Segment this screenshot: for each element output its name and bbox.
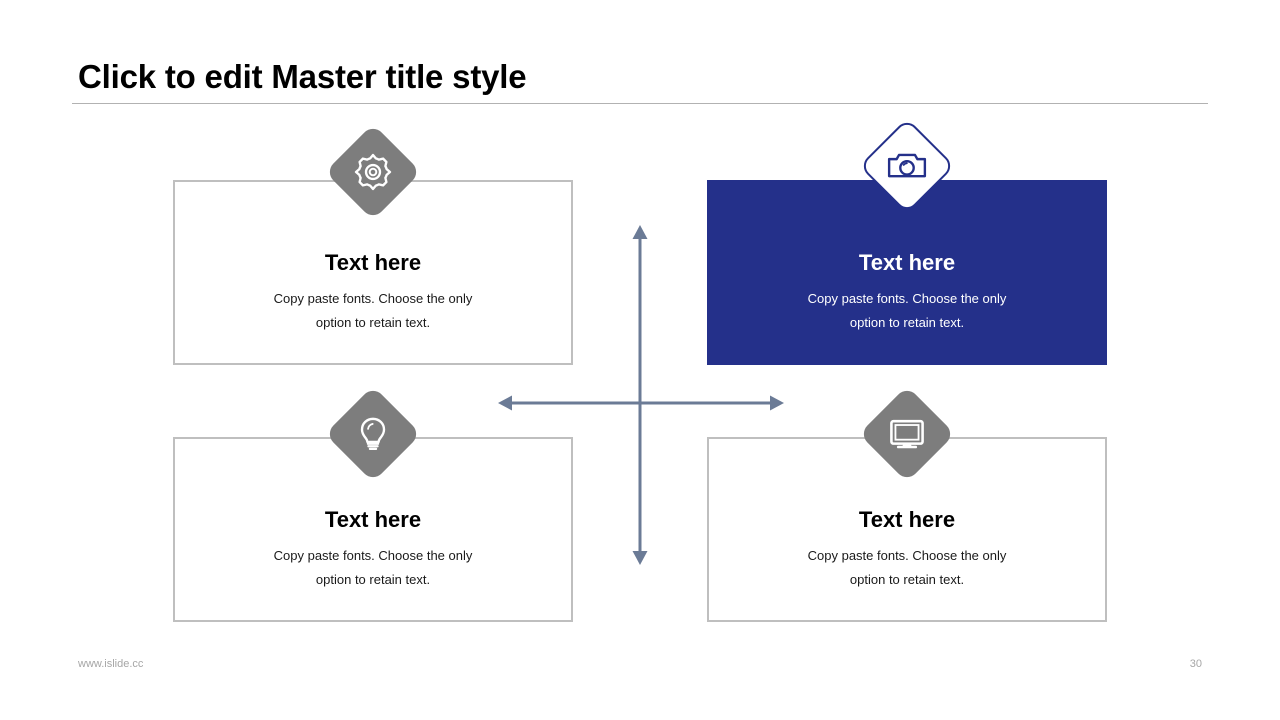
badge-top-left[interactable] <box>324 123 422 221</box>
card-title: Text here <box>324 507 422 532</box>
card-body-line2: option to retain text. <box>315 572 431 587</box>
card-title: Text here <box>858 250 956 275</box>
center-cross-arrows <box>488 215 794 575</box>
page-number: 30 <box>1189 658 1202 670</box>
badge-top-right[interactable] <box>858 117 956 215</box>
card-body-line1: Copy paste fonts. Choose the only <box>273 291 473 306</box>
card-body-line2: option to retain text. <box>849 572 965 587</box>
quadrant-card-top-right[interactable]: Text here Copy paste fonts. Choose the o… <box>707 180 1107 365</box>
page-title: Click to edit Master title style <box>78 58 527 95</box>
vertical-arrow <box>632 225 648 565</box>
card-title: Text here <box>324 250 422 275</box>
card-body-line2: option to retain text. <box>849 315 965 330</box>
gear-icon <box>325 124 421 220</box>
lightbulb-icon <box>325 386 421 482</box>
card-body-line1: Copy paste fonts. Choose the only <box>273 548 473 563</box>
monitor-icon <box>859 386 955 482</box>
horizontal-arrow <box>498 395 784 411</box>
title-divider <box>72 103 1208 104</box>
card-body-line1: Copy paste fonts. Choose the only <box>807 291 1007 306</box>
badge-bottom-left[interactable] <box>324 385 422 483</box>
card-body: Copy paste fonts. Choose the only option… <box>175 287 571 335</box>
card-body-line1: Copy paste fonts. Choose the only <box>807 548 1007 563</box>
card-body-line2: option to retain text. <box>315 315 431 330</box>
badge-bottom-right[interactable] <box>858 385 956 483</box>
card-body: Copy paste fonts. Choose the only option… <box>175 544 571 592</box>
card-body: Copy paste fonts. Choose the only option… <box>707 287 1107 335</box>
camera-icon <box>859 118 955 214</box>
card-title: Text here <box>858 507 956 532</box>
footer-url[interactable]: www.islide.cc <box>78 658 144 670</box>
card-body: Copy paste fonts. Choose the only option… <box>709 544 1105 592</box>
